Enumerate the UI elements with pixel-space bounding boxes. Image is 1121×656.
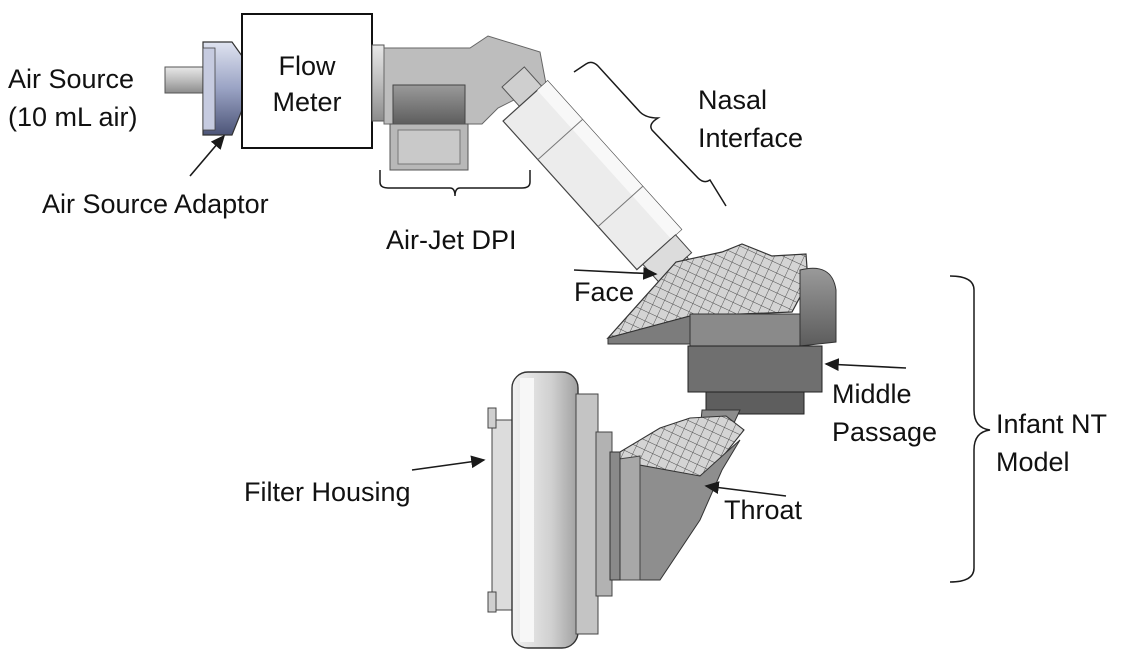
nasal-interface-bracket	[573, 61, 727, 207]
label-nasal-line1: Nasal	[698, 85, 768, 115]
air-source-adaptor	[164, 41, 243, 136]
face-mesh	[606, 243, 837, 347]
infant-nt-model-bracket	[949, 275, 991, 583]
filter-housing	[487, 371, 621, 649]
air-jet-dpi	[371, 35, 547, 171]
label-air-source-volume: (10 mL air)	[8, 102, 138, 132]
flow-meter-box	[241, 13, 373, 149]
label-throat: Throat	[724, 495, 803, 525]
filter-housing-arrow	[411, 455, 486, 471]
label-face: Face	[574, 277, 635, 307]
label-air-source-adaptor: Air Source Adaptor	[42, 189, 269, 219]
label-middle-line2: Passage	[832, 417, 938, 447]
throat-arrow	[704, 481, 787, 497]
throat-mesh	[611, 415, 745, 581]
label-flow-meter-line1: Flow	[278, 51, 336, 81]
label-infant-line2: Model	[996, 447, 1070, 477]
air-jet-dpi-bracket	[379, 170, 531, 197]
callout-arrows	[189, 134, 907, 497]
label-filter-housing: Filter Housing	[244, 477, 411, 507]
label-flow-meter-line2: Meter	[272, 87, 342, 117]
label-middle-line1: Middle	[832, 379, 912, 409]
label-air-jet-dpi: Air-Jet DPI	[386, 225, 517, 255]
label-infant-line1: Infant NT	[996, 409, 1108, 439]
middle-passage-arrow	[824, 358, 907, 372]
label-nasal-line2: Interface	[698, 123, 804, 153]
air-source-adaptor-arrow	[189, 134, 226, 177]
face-arrow	[573, 266, 658, 280]
label-air-source: Air Source	[8, 64, 135, 94]
